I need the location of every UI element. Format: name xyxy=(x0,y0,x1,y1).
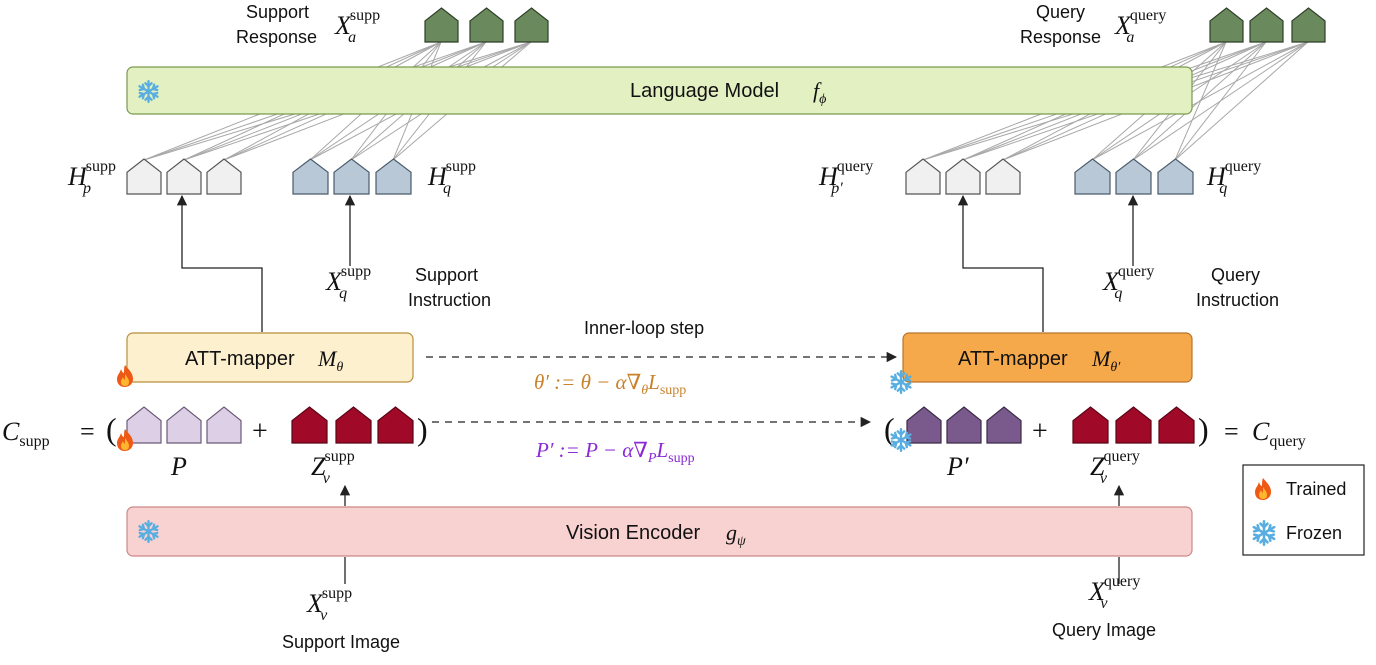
prompt-hidden-token xyxy=(985,158,1021,195)
attention-line xyxy=(1174,41,1309,161)
support-visual-tokens xyxy=(291,406,414,444)
theta-update-equation: θ′ := θ − α∇θLsupp xyxy=(534,370,686,398)
instruction-hidden-token xyxy=(1157,158,1194,195)
prompt-hidden-token xyxy=(206,158,242,195)
query-instruction-hidden-tokens xyxy=(1074,158,1194,195)
support-prompt-label: P xyxy=(170,452,187,481)
support-instruction-label-line2: Instruction xyxy=(408,290,491,310)
prompt-token xyxy=(206,406,242,444)
query-context-rhs: Cquery xyxy=(1252,417,1306,450)
support-prompt-arrow xyxy=(176,194,263,332)
query-context-plus: + xyxy=(1032,416,1048,447)
support-response-tokens xyxy=(424,7,549,43)
visual-token xyxy=(1158,406,1195,444)
prompt-hidden-token xyxy=(945,158,981,195)
prompt-token xyxy=(166,406,202,444)
language-model-bar xyxy=(126,66,1193,115)
support-instruction-hidden-tokens xyxy=(292,158,412,195)
prompt-token xyxy=(946,406,982,444)
support-image-label: Support Image xyxy=(282,632,400,652)
prompt-update-equation: P′ := P − α∇PLsupp xyxy=(535,438,695,466)
query-mapper-label: ATT-mapper xyxy=(958,348,1068,370)
attention-line xyxy=(1174,41,1227,161)
instruction-hidden-token xyxy=(1115,158,1152,195)
vision-encoder-symbol: gψ xyxy=(726,520,746,549)
query-response-label-line1: Query xyxy=(1036,2,1085,22)
prompt-hidden-token xyxy=(905,158,941,195)
prompt-hidden-token xyxy=(166,158,202,195)
response-token xyxy=(469,7,504,43)
prompt-token xyxy=(986,406,1022,444)
query-response-label-line2: Response xyxy=(1020,27,1101,47)
query-prompt-label: P′ xyxy=(946,452,969,481)
support-instruction-label-line1: Support xyxy=(415,265,478,285)
query-image-label: Query Image xyxy=(1052,620,1156,640)
visual-token xyxy=(335,406,372,444)
support-mapper-symbol: Mθ xyxy=(317,346,343,375)
query-visual-tokens xyxy=(1072,406,1195,444)
query-instruction-label-line2: Instruction xyxy=(1196,290,1279,310)
legend-frozen-label: Frozen xyxy=(1286,523,1342,543)
prompt-token xyxy=(126,406,162,444)
visual-token xyxy=(291,406,328,444)
response-token xyxy=(1209,7,1244,43)
visual-token xyxy=(377,406,414,444)
inner-loop-title: Inner-loop step xyxy=(584,318,704,338)
support-att-mapper xyxy=(126,332,414,383)
visual-token xyxy=(1115,406,1152,444)
visual-token xyxy=(1072,406,1109,444)
response-token xyxy=(424,7,459,43)
query-instruction-label-line1: Query xyxy=(1211,265,1260,285)
query-context-eq: = xyxy=(1224,417,1239,446)
response-token xyxy=(1291,7,1326,43)
support-mapper-label: ATT-mapper xyxy=(185,348,295,370)
attention-line xyxy=(1174,41,1267,161)
query-context-open: ( xyxy=(884,411,895,447)
support-prompt-tokens xyxy=(126,406,242,444)
instruction-hidden-token xyxy=(292,158,329,195)
query-response-tokens xyxy=(1209,7,1326,43)
response-token xyxy=(1249,7,1284,43)
support-response-label-line2: Response xyxy=(236,27,317,47)
response-token xyxy=(514,7,549,43)
query-prompt-tokens xyxy=(906,406,1022,444)
instruction-hidden-token xyxy=(1074,158,1111,195)
support-context-plus: + xyxy=(252,416,268,447)
query-prompt-arrow xyxy=(957,194,1044,332)
query-context-close: ) xyxy=(1198,411,1209,447)
legend-trained-label: Trained xyxy=(1286,479,1346,499)
language-model-symbol: fϕ xyxy=(813,78,826,107)
support-prompt-hidden-tokens xyxy=(126,158,242,195)
support-context-close: ) xyxy=(417,411,428,447)
support-context-eq: = xyxy=(80,417,95,446)
query-att-mapper xyxy=(902,332,1193,383)
prompt-hidden-token xyxy=(126,158,162,195)
query-mapper-symbol: Mθ′ xyxy=(1091,346,1121,375)
support-context-lhs: Csupp xyxy=(2,417,50,450)
prompt-token xyxy=(906,406,942,444)
instruction-hidden-token xyxy=(375,158,412,195)
attention-line xyxy=(1132,41,1267,161)
instruction-hidden-token xyxy=(333,158,370,195)
query-prompt-hidden-tokens xyxy=(905,158,1021,195)
vision-encoder-label: Vision Encoder xyxy=(566,522,701,544)
vision-encoder-bar xyxy=(126,506,1193,557)
language-model-label: Language Model xyxy=(630,80,779,102)
support-response-label-line1: Support xyxy=(246,2,309,22)
support-context-open: ( xyxy=(106,411,117,447)
